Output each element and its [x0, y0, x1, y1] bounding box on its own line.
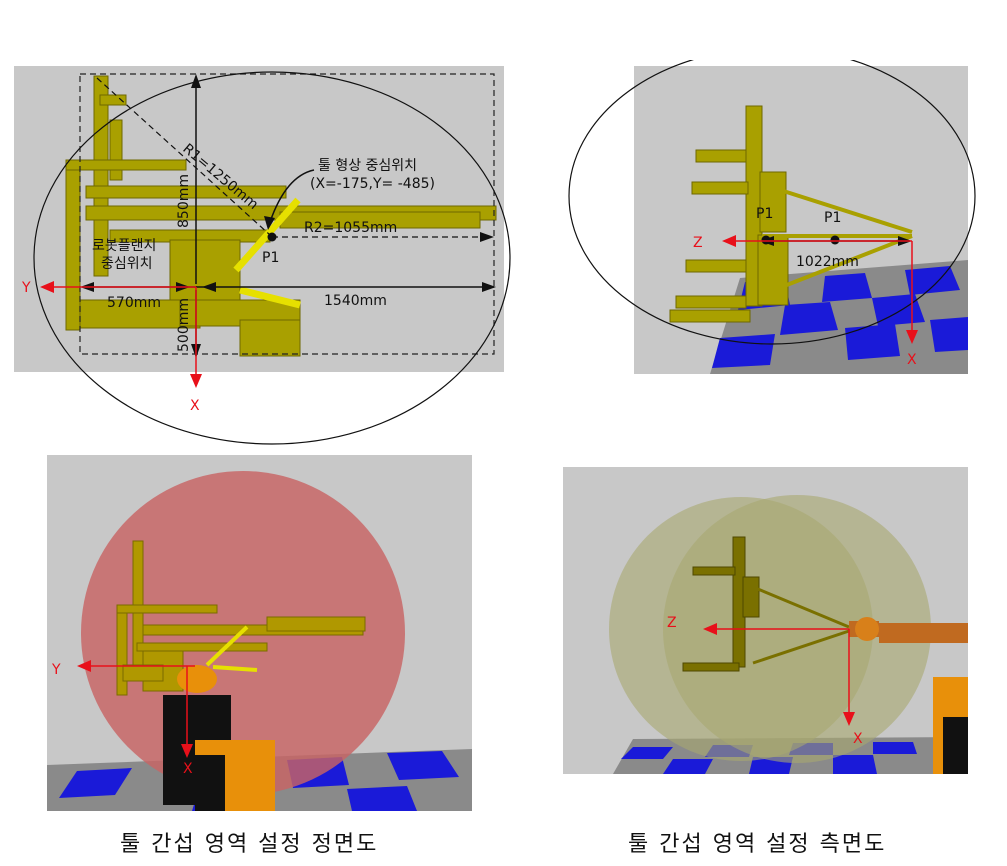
p1-label: P1 [262, 250, 279, 266]
side-p1-right-label: P1 [824, 210, 841, 226]
side-z-label: Z [693, 235, 703, 251]
w1540-label: 1540mm [324, 293, 387, 309]
side-p1-left-label: P1 [756, 206, 773, 222]
side-render-tool-struts [752, 585, 850, 665]
front-render-x-head [181, 744, 193, 758]
h850-arrowhead [191, 74, 201, 88]
tool-center-label: 툴 형상 중심위치 [318, 158, 417, 174]
front-render-svg: Y X [47, 455, 472, 811]
h500-label: 500mm [176, 298, 192, 352]
w1540-arrowhead-right [482, 282, 496, 292]
w570-label: 570mm [107, 295, 161, 311]
tool-center-pointer-head [264, 216, 275, 230]
side-render-x-label: X [853, 731, 863, 747]
side-render-x-head [843, 712, 855, 726]
w1540-arrowhead-left [202, 282, 216, 292]
front-interference-circle [33, 71, 511, 445]
front-tool-model [65, 75, 497, 357]
side-render-z-head [703, 623, 717, 635]
side-tool-model [669, 105, 789, 323]
side-diagram-panel: P1 P1 1022mm Z X [560, 60, 990, 410]
side-interference-circle [568, 60, 976, 345]
side-z-axis-head [722, 235, 736, 247]
side-render-panel: Z X [563, 467, 968, 774]
front-render-tool [116, 540, 366, 696]
front-render-y-label: Y [51, 662, 61, 678]
front-x-axis-head [190, 374, 202, 388]
h850-label: 850mm [176, 174, 192, 228]
front-x-label: X [190, 398, 200, 414]
side-dim-label: 1022mm [796, 254, 859, 270]
flange-label-line1: 로봇플랜지 [92, 238, 156, 254]
side-x-label: X [907, 352, 917, 368]
side-diagram-svg: P1 P1 1022mm Z X [568, 60, 976, 374]
side-p1-right-point [830, 235, 840, 245]
caption-side: 툴 간섭 영역 설정 측면도 [628, 832, 887, 857]
tool-center-pointer [269, 169, 315, 223]
front-render-panel: Y X [47, 455, 472, 811]
front-diagram-svg: R1=1250mm 850mm 500mm 570mm 1540mm R2=10… [14, 66, 511, 445]
front-render-x-label: X [183, 761, 193, 777]
front-render-tool-arms [205, 625, 258, 672]
front-tool-arms [233, 197, 301, 309]
front-y-label: Y [21, 280, 31, 296]
front-y-axis-head [40, 281, 54, 293]
side-render-z-label: Z [667, 615, 677, 631]
side-render-robot [849, 617, 968, 774]
r1-line [96, 77, 271, 236]
caption-front: 툴 간섭 영역 설정 정면도 [120, 832, 379, 857]
flange-label-line2: 중심위치 [101, 256, 153, 272]
side-x-axis-head [906, 330, 918, 344]
front-render-robot [163, 665, 275, 811]
side-p1-left-point [761, 235, 771, 245]
r2-label: R2=1055mm [304, 220, 397, 236]
side-render-svg: Z X [563, 467, 968, 774]
r2-arrowhead [480, 232, 494, 242]
tool-center-coords: (X=-175,Y= -485) [310, 176, 435, 192]
p1-point [267, 232, 277, 242]
front-diagram-panel: R1=1250mm 850mm 500mm 570mm 1540mm R2=10… [0, 0, 520, 450]
front-render-y-head [77, 660, 91, 672]
front-bounding-box [79, 73, 495, 355]
